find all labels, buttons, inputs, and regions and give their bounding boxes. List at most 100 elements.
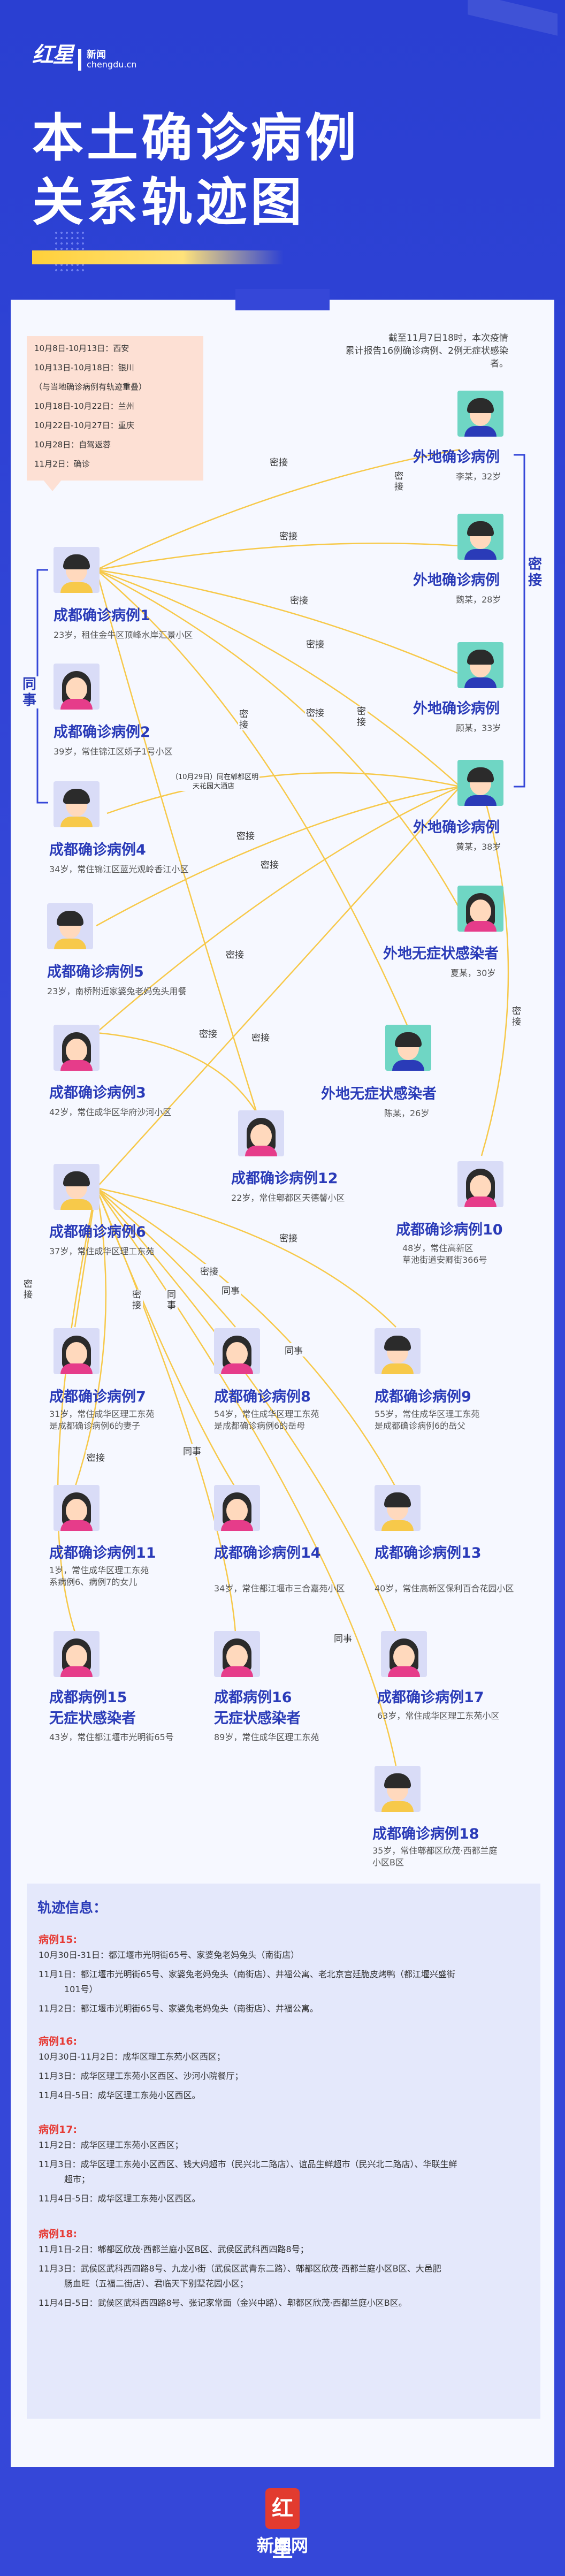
node-desc: 39岁，常住锦江区娇子1号小区	[54, 746, 173, 757]
line-c6-ext4	[96, 786, 461, 1188]
avatar	[54, 547, 100, 593]
node-title: 成都确诊病例8	[214, 1389, 311, 1405]
trajectory-line: 11月2日：都江堰市光明街65号、家婆兔老妈兔头（南街店）、井福公寓。	[39, 2003, 318, 2014]
relation-label-tongshi: 同事	[166, 1290, 178, 1311]
node-desc: 黄某，38岁	[456, 842, 501, 852]
node-c12	[238, 1110, 284, 1156]
timeline-item: 10月28日：自驾返蓉	[34, 440, 111, 449]
node-desc: 35岁，常住郫都区欣茂·西都兰庭 小区B区	[372, 1845, 497, 1869]
line-c1-ext3	[96, 569, 461, 675]
node-title: 成都确诊病例14	[214, 1545, 321, 1561]
relation-label-mijie: 密接	[356, 706, 368, 728]
node-title: 成都病例16 无症状感染者	[214, 1686, 301, 1727]
relation-label-mijie: 密接	[259, 857, 280, 871]
node-desc-line: 是成都确诊病例6的岳母	[214, 1421, 306, 1431]
line-c1-c12	[95, 569, 258, 1114]
node-desc-line: 小区B区	[372, 1857, 404, 1868]
relation-label-mijie: 密接	[86, 1450, 106, 1464]
node-desc: 48岁，常住高新区 草池街道安卿街366号	[402, 1243, 487, 1266]
trajectory-case-label: 病例16:	[39, 2036, 78, 2047]
line-c1-ext1	[96, 448, 461, 571]
node-desc-line: 是成都确诊病例6的岳父	[375, 1421, 466, 1431]
logo-divider	[78, 49, 81, 71]
timeline-item: 10月8日-10月13日：西安	[34, 344, 129, 353]
title-underline	[32, 250, 284, 264]
node-desc: 42岁，常住成华区华府沙河小区	[49, 1107, 172, 1117]
timeline-item: 10月22日-10月27日：重庆	[34, 421, 134, 430]
node-ext4	[457, 760, 503, 806]
avatar	[381, 1631, 427, 1677]
relation-label-mijie: 密接	[511, 1006, 523, 1027]
relation-label-mijie: 密接	[235, 828, 256, 842]
node-title: 外地确诊病例	[413, 572, 500, 589]
brand-name: 红星	[32, 43, 74, 67]
relation-label-mijie: 密接	[393, 471, 405, 492]
avatar	[457, 1161, 503, 1207]
relation-label-mijie: 密接	[131, 1290, 143, 1311]
node-desc: 李某，32岁	[456, 471, 501, 482]
relation-label-tongshi: 同事	[333, 1631, 353, 1644]
node-desc-line: 55岁，常住成华区理工东苑	[375, 1409, 480, 1419]
line-c1-asym2	[96, 569, 418, 1049]
trajectory-case-label: 病例18:	[39, 2228, 78, 2240]
node-title: 成都确诊病例2	[54, 724, 150, 741]
timeline-box: 10月8日-10月13日：西安 10月13日-10月18日：银川 （与当地确诊病…	[27, 336, 203, 481]
node-desc: 40岁，常住高新区保利百合花园小区	[375, 1583, 514, 1594]
node-title: 成都确诊病例5	[47, 964, 144, 980]
avatar	[457, 760, 503, 806]
avatar	[375, 1766, 421, 1812]
trajectory-line: 101号）	[39, 1984, 98, 1994]
node-c4	[54, 781, 100, 827]
avatar	[54, 781, 100, 827]
line-c6-c17	[96, 1187, 397, 1633]
node-title: 成都确诊病例12	[231, 1170, 338, 1187]
node-desc: 夏某，30岁	[451, 968, 496, 978]
footer-seal: 红星	[265, 2488, 300, 2562]
trajectory-line: 11月1日：都江堰市光明街65号、家婆兔老妈兔头（南街店）、井福公寓、老北京宫廷…	[39, 1969, 455, 1979]
node-desc-line: 31岁，常住成华区理工东苑	[49, 1409, 155, 1419]
node-title: 成都确诊病例18	[372, 1826, 479, 1842]
trajectory-panel	[27, 1884, 540, 2419]
node-desc: 31岁，常住成华区理工东苑 是成都确诊病例6的妻子	[49, 1408, 154, 1432]
line-c1-ext2	[96, 543, 461, 571]
line-c6-c11	[74, 1187, 107, 1488]
node-desc: 55岁，常住成华区理工东苑 是成都确诊病例6的岳父	[375, 1408, 479, 1432]
relation-label-tongshi: 同事	[182, 1444, 202, 1457]
page-title-line2: 关系轨迹图	[32, 172, 305, 232]
node-desc-line: 草池街道安卿街366号	[402, 1255, 487, 1265]
trajectory-line: 10月30日-31日：都江堰市光明街65号、家婆兔老妈兔头（南街店）	[39, 1950, 300, 1960]
trajectory-line: 11月3日：成华区理工东苑小区西区、钱大妈超市（民兴北二路店）、谊品生鲜超市（民…	[39, 2159, 457, 2169]
node-c14	[214, 1485, 260, 1531]
avatar	[214, 1485, 260, 1531]
stats-line: 累计报告16例确诊病例、2例无症状感染者。	[345, 346, 508, 369]
node-desc-line: 是成都确诊病例6的妻子	[49, 1421, 141, 1431]
relation-label-mijie: 密接	[305, 637, 325, 650]
bracket-external	[514, 454, 525, 788]
node-title: 成都确诊病例17	[377, 1689, 484, 1706]
avatar	[375, 1485, 421, 1531]
node-desc: 34岁，常住锦江区蓝光观岭香江小区	[49, 864, 189, 874]
footer-name: 新闻网	[256, 2535, 308, 2556]
node-c1	[54, 547, 100, 593]
relation-label-mijie: 密接	[22, 1279, 34, 1300]
line-c6-c9	[96, 1187, 396, 1328]
relation-coworkers-bracket-label: 同事	[21, 676, 40, 708]
timeline-pointer	[43, 479, 62, 491]
trajectory-line: 11月3日：武侯区武科西四路8号、九龙小街（武侯区武青东二路）、郫都区欣茂·西都…	[39, 2263, 441, 2274]
timeline-item: 11月2日：确诊	[34, 459, 90, 469]
node-ext-asym1	[457, 886, 503, 932]
avatar	[457, 391, 503, 437]
node-c9	[375, 1328, 421, 1374]
avatar	[238, 1110, 284, 1156]
node-c13	[375, 1485, 421, 1531]
node-title: 外地确诊病例	[413, 449, 500, 466]
node-c3	[54, 1025, 100, 1071]
node-title: 成都确诊病例1	[54, 607, 150, 624]
node-title: 外地无症状感染者	[321, 1086, 437, 1102]
relation-label-tongshi: 同事	[220, 1283, 241, 1297]
card-notch	[235, 289, 330, 310]
node-desc: 43岁，常住都江堰市光明街65号	[49, 1732, 174, 1742]
relation-label-mijie: 密接	[238, 709, 250, 730]
avatar	[457, 642, 503, 688]
